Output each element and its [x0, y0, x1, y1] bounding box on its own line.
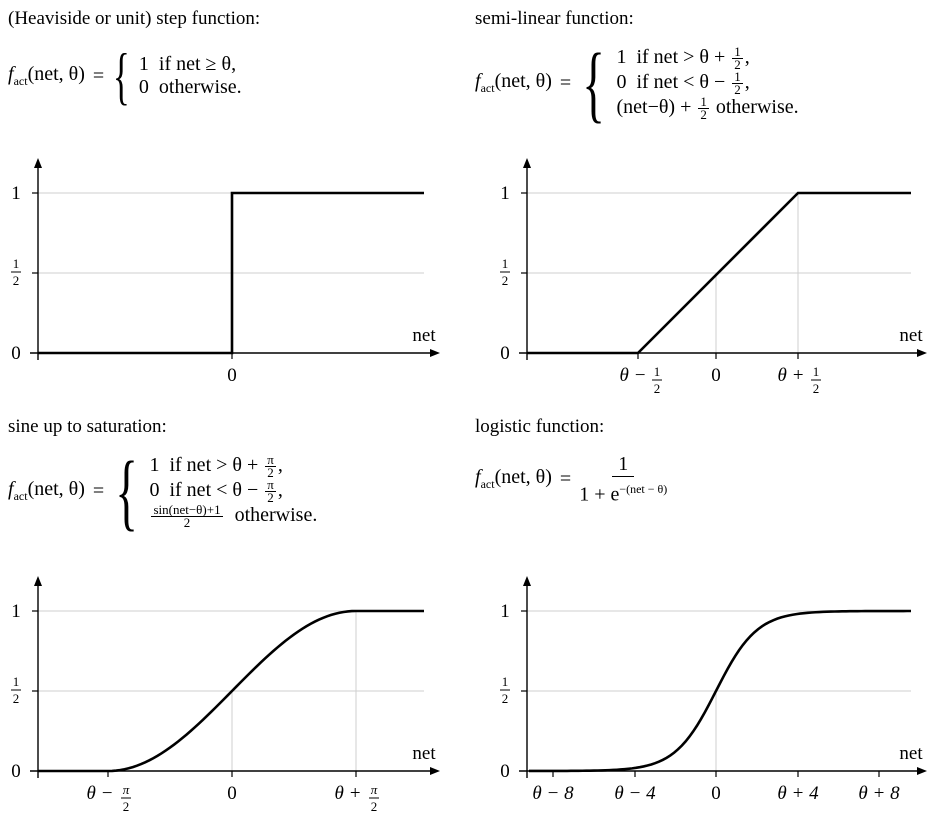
x-tick-label-p8: θ + 8 [858, 783, 900, 804]
cases-list: 1 if net ≥ θ, 0 otherwise. [139, 53, 242, 99]
function-name: fact(net, θ) [8, 63, 85, 88]
x-tick-label-p4: θ + 4 [777, 783, 819, 804]
x-tick-label-0: 0 [711, 365, 721, 386]
panel-title: logistic function: [475, 416, 605, 437]
step-curve [38, 191, 424, 355]
y-tick-label-half-num: 1 [13, 674, 20, 689]
panel-title: semi-linear function: [475, 8, 634, 29]
logistic-fraction: 1 1 + e−(net − θ) [579, 453, 668, 506]
step-function-panel: (Heaviside or unit) step function: fact(… [0, 0, 466, 408]
x-tick-label-upper: θ + [778, 365, 805, 386]
step-formula: fact(net, θ) = { 1 if net ≥ θ, 0 otherwi… [8, 40, 242, 111]
y-tick-label-half-num: 1 [502, 674, 509, 689]
x-tick-label-upper-num: π [371, 782, 378, 797]
x-axis-arrow-icon [430, 349, 440, 357]
x-axis-label: net [412, 743, 436, 764]
case-row: 0 otherwise. [138, 76, 242, 98]
x-axis-label: net [899, 325, 923, 346]
y-tick-label-1: 1 [500, 601, 510, 622]
sine-curve [38, 609, 424, 773]
y-tick-label-half-den: 2 [502, 691, 509, 706]
logistic-plot: 1 1 2 0 θ − 8 θ − 4 0 θ + 4 θ + 8 net [500, 576, 927, 804]
function-name: fact(net, θ) [475, 466, 552, 492]
y-tick-label-1: 1 [11, 601, 21, 622]
y-axis-arrow-icon [34, 576, 42, 586]
x-tick-label-lower-num: 1 [654, 364, 661, 379]
x-tick-label-0: 0 [227, 365, 237, 386]
x-axis-arrow-icon [430, 767, 440, 775]
x-tick-label-lower: θ − [87, 783, 114, 804]
y-tick-label-0: 0 [11, 343, 21, 364]
y-tick-label-1: 1 [11, 183, 21, 204]
x-tick-label-m8: θ − 8 [532, 783, 574, 804]
semi-linear-curve [527, 191, 911, 355]
x-axis-arrow-icon [917, 767, 927, 775]
y-tick-label-0: 0 [500, 761, 510, 782]
y-tick-label-half-den: 2 [13, 273, 20, 288]
panel-title: sine up to saturation: [8, 416, 167, 437]
y-tick-label-half-num: 1 [13, 256, 20, 271]
x-tick-label-m4: θ − 4 [614, 783, 656, 804]
sine-plot: 1 1 2 0 θ − π 2 0 θ + π 2 net [11, 576, 440, 814]
y-tick-label-1: 1 [500, 183, 510, 204]
sine-saturation-panel: sine up to saturation: fact(net, θ) = { … [0, 408, 466, 816]
x-axis-arrow-icon [917, 349, 927, 357]
y-axis-arrow-icon [34, 158, 42, 168]
y-tick-label-half-den: 2 [13, 691, 20, 706]
x-tick-label-lower-num: π [123, 782, 130, 797]
y-tick-label-half-num: 1 [502, 256, 509, 271]
x-axis-label: net [412, 325, 436, 346]
x-tick-label-lower-den: 2 [123, 799, 130, 814]
x-tick-label-upper: θ + [335, 783, 362, 804]
x-tick-label-upper-num: 1 [813, 364, 820, 379]
x-tick-label-lower-den: 2 [654, 381, 661, 396]
logistic-curve [529, 609, 911, 773]
function-name: fact(net, θ) [8, 478, 85, 503]
x-tick-label-0: 0 [227, 783, 237, 804]
y-tick-label-0: 0 [500, 343, 510, 364]
x-tick-label-lower: θ − [620, 365, 647, 386]
semi-linear-panel: semi-linear function: fact(net, θ) = { 1… [467, 0, 933, 408]
y-tick-label-half-den: 2 [502, 273, 509, 288]
left-brace-icon: { [115, 443, 139, 539]
semi-linear-plot: 1 1 2 0 θ − 1 2 0 θ + 1 2 net [500, 158, 927, 396]
x-tick-label-upper-den: 2 [371, 799, 378, 814]
case-row: 1 if net ≥ θ, [138, 53, 237, 75]
x-tick-label-upper-den: 2 [813, 381, 820, 396]
left-brace-icon: { [582, 35, 606, 131]
left-brace-icon: { [113, 40, 130, 111]
panel-title: (Heaviside or unit) step function: [8, 8, 261, 29]
function-name: fact(net, θ) [475, 70, 552, 95]
step-plot: 1 1 2 0 0 net [11, 158, 440, 386]
logistic-formula: fact(net, θ) = 1 1 + e−(net − θ) [475, 453, 668, 506]
y-axis-arrow-icon [523, 158, 531, 168]
x-axis-label: net [899, 743, 923, 764]
y-tick-label-0: 0 [11, 761, 21, 782]
x-tick-label-0: 0 [711, 783, 721, 804]
y-axis-arrow-icon [523, 576, 531, 586]
logistic-panel: logistic function: fact(net, θ) = 1 1 + … [467, 408, 933, 816]
